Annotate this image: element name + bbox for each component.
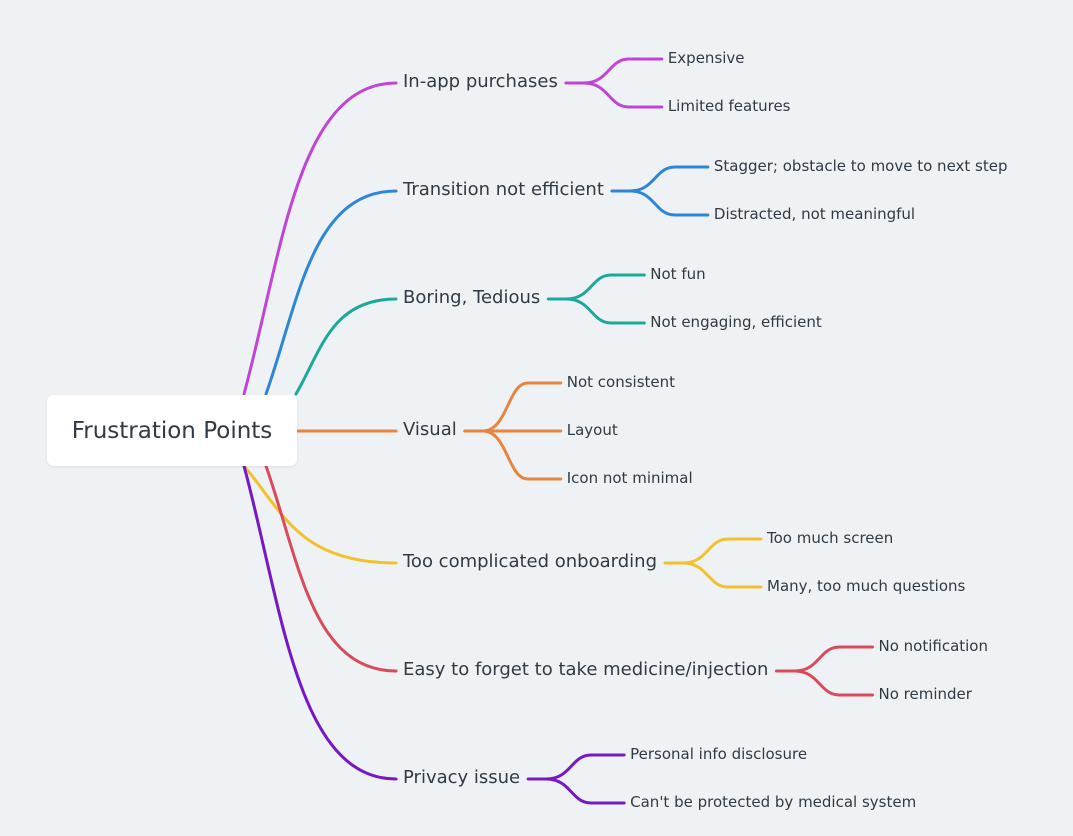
connector-branch-4-leaf-0 <box>681 537 763 565</box>
connector-root-to-branch-2 <box>294 297 398 396</box>
branch-label-2[interactable]: Boring, Tedious <box>403 287 541 309</box>
connector-branch-2-leaf-1 <box>564 297 646 325</box>
connector-branch-1-leaf-0 <box>628 165 710 193</box>
leaf-label-5-0[interactable]: No notification <box>878 636 988 655</box>
connector-root-to-branch-0 <box>242 81 398 396</box>
connector-branch-0-leaf-1 <box>582 81 664 109</box>
leaf-label-4-1[interactable]: Many, too much questions <box>767 576 966 595</box>
connector-root-to-branch-6 <box>242 464 398 781</box>
connector-branch-3-leaf-2 <box>481 429 563 481</box>
leaf-label-6-0[interactable]: Personal info disclosure <box>630 744 808 763</box>
leaf-label-0-0[interactable]: Expensive <box>667 48 745 67</box>
leaf-label-3-0[interactable]: Not consistent <box>566 372 676 391</box>
connector-branch-5-leaf-0 <box>792 645 874 673</box>
connector-branch-5-leaf-1 <box>792 669 874 697</box>
connector-root-to-branch-5 <box>264 464 398 673</box>
leaf-label-5-1[interactable]: No reminder <box>878 684 972 703</box>
root-node[interactable]: Frustration Points <box>47 395 297 466</box>
branch-label-1[interactable]: Transition not efficient <box>403 179 604 201</box>
connector-branch-2-leaf-0 <box>564 273 646 301</box>
connector-branch-0-leaf-0 <box>582 57 664 85</box>
leaf-label-4-0[interactable]: Too much screen <box>767 528 894 547</box>
connector-branch-3-leaf-0 <box>481 381 563 433</box>
connector-branch-6-leaf-0 <box>544 753 626 781</box>
root-label: Frustration Points <box>71 417 273 444</box>
leaf-label-6-1[interactable]: Can't be protected by medical system <box>630 792 917 811</box>
leaf-label-1-0[interactable]: Stagger; obstacle to move to next step <box>713 156 1008 175</box>
leaf-label-2-1[interactable]: Not engaging, efficient <box>650 312 822 331</box>
leaf-label-0-1[interactable]: Limited features <box>667 96 791 115</box>
leaf-label-1-1[interactable]: Distracted, not meaningful <box>713 204 916 223</box>
connector-branch-6-leaf-1 <box>544 777 626 805</box>
leaf-label-3-1[interactable]: Layout <box>566 420 618 439</box>
connector-root-to-branch-1 <box>264 189 398 396</box>
branch-label-4[interactable]: Too complicated onboarding <box>403 551 657 573</box>
branch-label-6[interactable]: Privacy issue <box>403 767 521 789</box>
leaf-label-2-0[interactable]: Not fun <box>650 264 706 283</box>
leaf-label-3-2[interactable]: Icon not minimal <box>566 468 693 487</box>
branch-label-5[interactable]: Easy to forget to take medicine/injectio… <box>403 659 769 681</box>
branch-label-3[interactable]: Visual <box>403 419 457 441</box>
connector-branch-1-leaf-1 <box>628 189 710 217</box>
branch-label-0[interactable]: In-app purchases <box>403 71 558 93</box>
connector-branch-4-leaf-1 <box>681 561 763 589</box>
connector-root-to-branch-4 <box>242 464 398 565</box>
